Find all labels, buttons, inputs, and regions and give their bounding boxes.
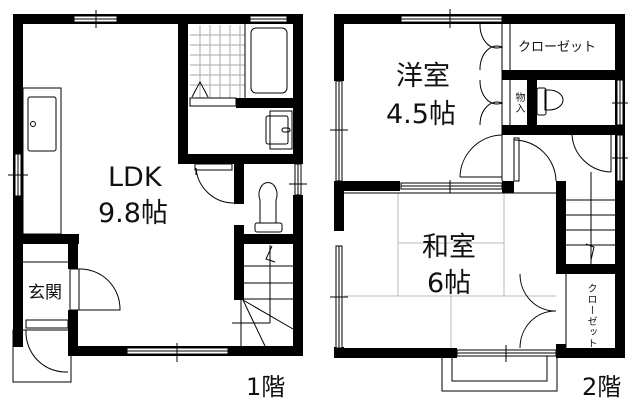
room-ldk-size: 9.8帖 [98,198,168,229]
room-western-size: 4.5帖 [386,99,456,130]
room-western-name: 洋室 [396,61,450,92]
floor1-lines [8,10,307,383]
floor2-label: 2階 [582,373,622,401]
room-ldk-name: LDK [108,162,162,193]
floor2-lines [330,9,628,392]
storage-label: 物入 [513,92,524,114]
closet-side-label: クローゼット [585,283,596,349]
room-japanese-size: 6帖 [427,268,472,299]
floor1-label: 1階 [246,373,286,401]
room-entrance-name: 玄関 [28,283,62,303]
closet-top-label: クローゼット [518,40,597,55]
room-japanese-name: 和室 [422,232,476,263]
